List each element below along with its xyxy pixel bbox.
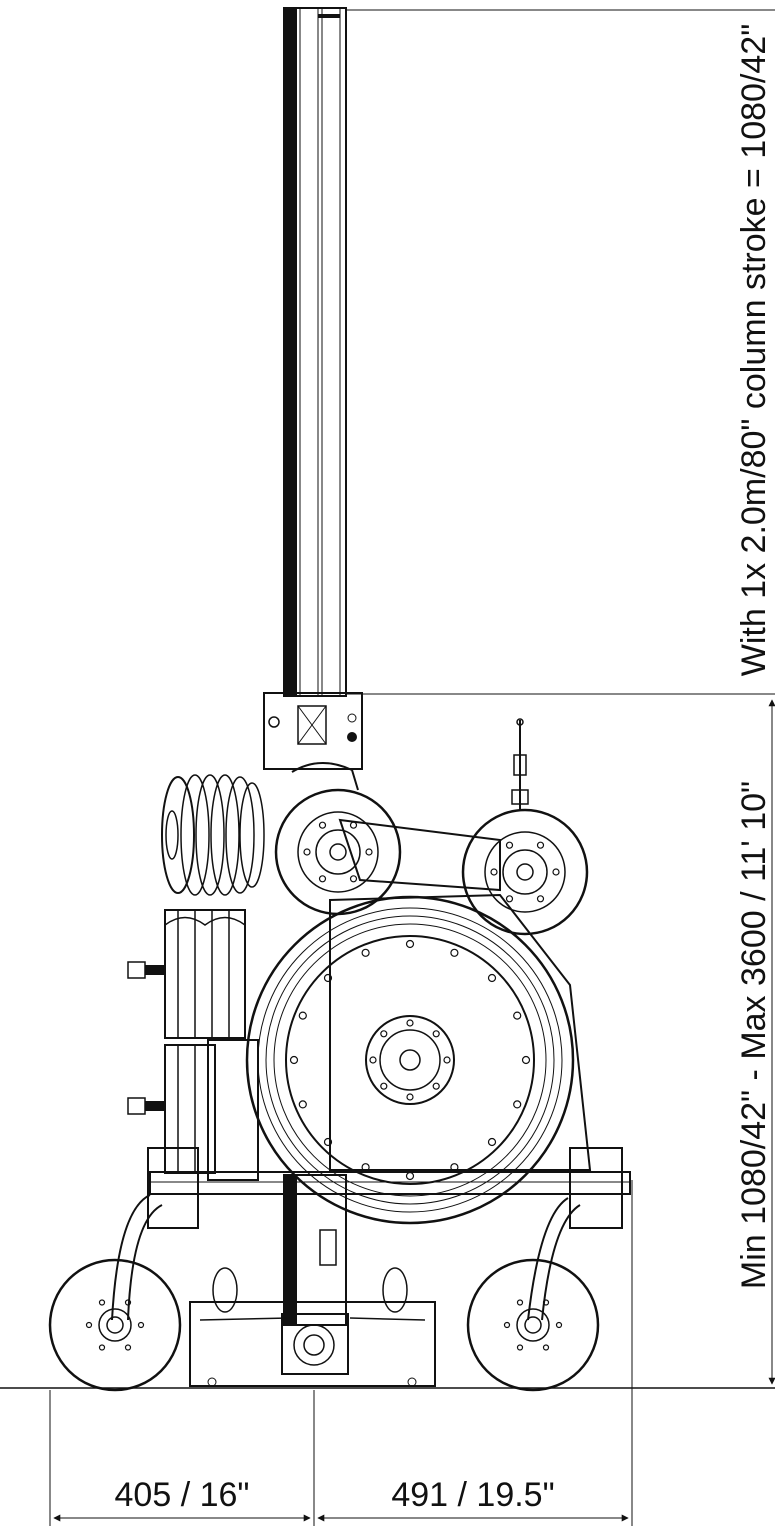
- bolt-hole: [98, 1299, 106, 1306]
- bolt-hole: [406, 1093, 414, 1101]
- bolt-hole: [361, 948, 370, 957]
- height-range-label: Min 1080/42" - Max 3600 / 11' 10": [735, 781, 773, 1289]
- bolt-hole: [450, 948, 459, 957]
- bolt-hole: [513, 1100, 522, 1109]
- bolt-holes: [85, 821, 563, 1351]
- bolt-hole: [365, 848, 373, 856]
- bolt-hole: [349, 875, 358, 883]
- bolt-hole: [289, 1055, 299, 1065]
- bolt-hole: [505, 895, 514, 903]
- bolt-hole: [555, 1321, 563, 1329]
- bolt-hole: [505, 841, 514, 849]
- column-stroke-label: With 1x 2.0m/80" column stroke = 1080/42…: [735, 24, 773, 677]
- column: [283, 7, 347, 1326]
- bolt-hole: [432, 1030, 440, 1038]
- bolt-hole: [443, 1056, 451, 1064]
- bolt-hole: [298, 1100, 307, 1109]
- bolt-hole: [124, 1299, 132, 1306]
- right-width-label: 491 / 19.5": [391, 1476, 554, 1514]
- bolt-hole: [536, 895, 545, 903]
- bolt-hole: [542, 1344, 550, 1351]
- bolt-hole: [361, 1163, 370, 1172]
- carriage-head: [263, 692, 363, 791]
- column-stroke-dimension: [346, 9, 775, 695]
- bolt-hole: [406, 1019, 414, 1027]
- bolt-hole: [521, 1055, 531, 1065]
- width-dimensions: [49, 1180, 633, 1526]
- bolt-hole: [516, 1344, 524, 1351]
- bolt-hole: [450, 1163, 459, 1172]
- bolt-hole: [380, 1030, 388, 1038]
- bolt-hole: [323, 973, 333, 983]
- bolt-hole: [85, 1321, 93, 1329]
- bolt-hole: [405, 939, 415, 949]
- bolt-hole: [369, 1056, 377, 1064]
- bolt-hole: [137, 1321, 145, 1329]
- bolt-hole: [516, 1299, 524, 1306]
- bolt-hole: [432, 1082, 440, 1090]
- bolt-hole: [318, 821, 327, 829]
- bolt-hole: [405, 1171, 415, 1181]
- bolt-hole: [490, 868, 498, 876]
- bolt-hole: [318, 875, 327, 883]
- base-frame: [147, 1147, 631, 1387]
- left-wheel: [48, 1194, 182, 1392]
- bolt-hole: [542, 1299, 550, 1306]
- bolt-hole: [298, 1011, 307, 1020]
- bolt-hole: [552, 868, 560, 876]
- bolt-hole: [487, 973, 497, 983]
- main-flywheel: [207, 893, 592, 1225]
- left-pulley-stack: [127, 774, 265, 1174]
- upper-idler-wheels: [274, 718, 589, 936]
- bolt-hole: [380, 1082, 388, 1090]
- right-wheel: [466, 1197, 600, 1392]
- bolt-hole: [349, 821, 358, 829]
- bolt-hole: [503, 1321, 511, 1329]
- left-width-label: 405 / 16": [115, 1476, 250, 1514]
- bolt-hole: [513, 1011, 522, 1020]
- bolt-hole: [98, 1344, 106, 1351]
- bolt-hole: [303, 848, 311, 856]
- bolt-hole: [536, 841, 545, 849]
- bolt-hole: [323, 1137, 333, 1147]
- bolt-hole: [487, 1137, 497, 1147]
- bolt-hole: [124, 1344, 132, 1351]
